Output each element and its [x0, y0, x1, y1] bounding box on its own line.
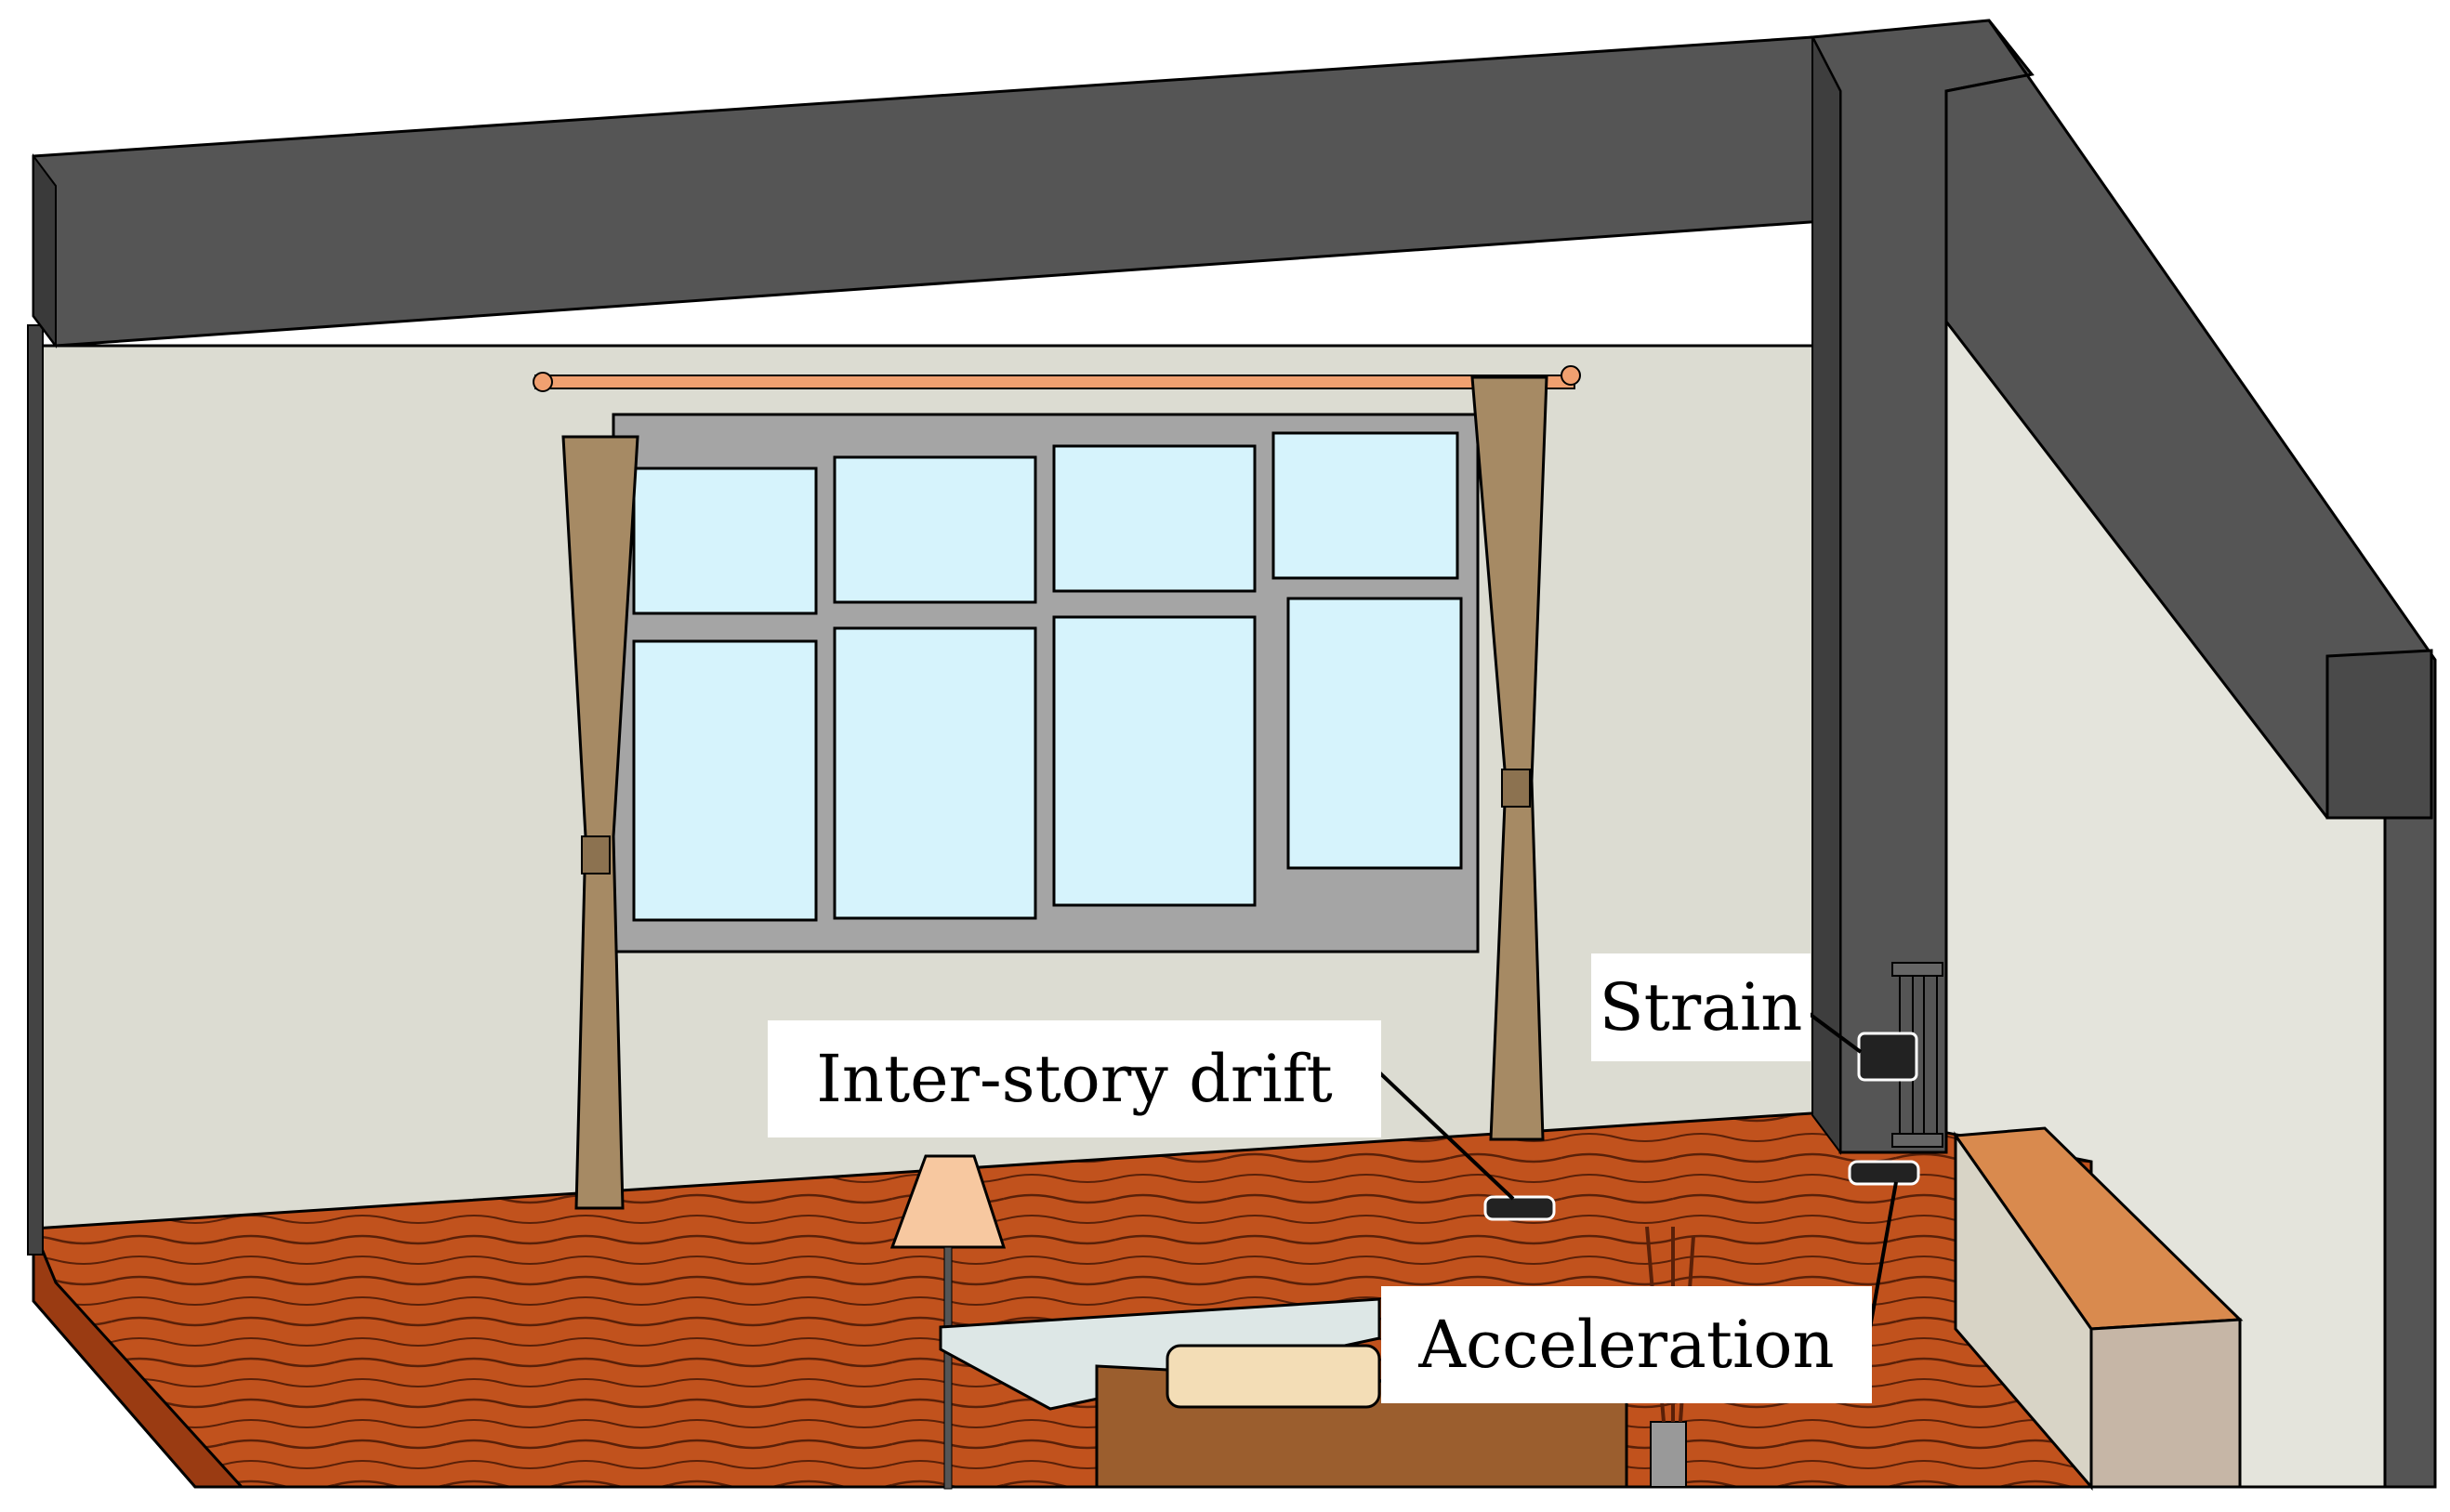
curtain-left-tie [581, 835, 611, 874]
strain-leader-line [1801, 1007, 1863, 1054]
curtain-right-tie [1501, 769, 1531, 808]
strain-label: Strain [1591, 953, 1811, 1061]
side-beam-end [2325, 649, 2433, 820]
column-side [1811, 36, 1841, 1155]
floor-lamp-icon [889, 1154, 1007, 1490]
strain-sensor-icon [1857, 962, 1943, 1148]
floor-edge [32, 1228, 245, 1489]
inter-story-drift-label: Inter-story drift [768, 1020, 1381, 1137]
window-panes [632, 431, 1463, 922]
ceiling-beam-face [33, 153, 57, 348]
acceleration-label: Acceleration [1381, 1286, 1872, 1403]
left-wall-edge [27, 324, 44, 1256]
ceiling-beam-top [32, 35, 1851, 348]
curtain-rod-finial-right [1561, 365, 1581, 386]
acceleration-leader-line [1866, 1181, 1898, 1339]
acceleration-sensor-icon [1848, 1160, 1920, 1186]
drift-leader-line [1377, 1071, 1515, 1201]
curtain-rod-finial-left [533, 372, 553, 392]
curtain-rod [534, 375, 1575, 389]
drift-sensor-icon [1483, 1195, 1556, 1221]
cabinet-side [2089, 1318, 2242, 1489]
sofa-cushion [1166, 1344, 1381, 1409]
